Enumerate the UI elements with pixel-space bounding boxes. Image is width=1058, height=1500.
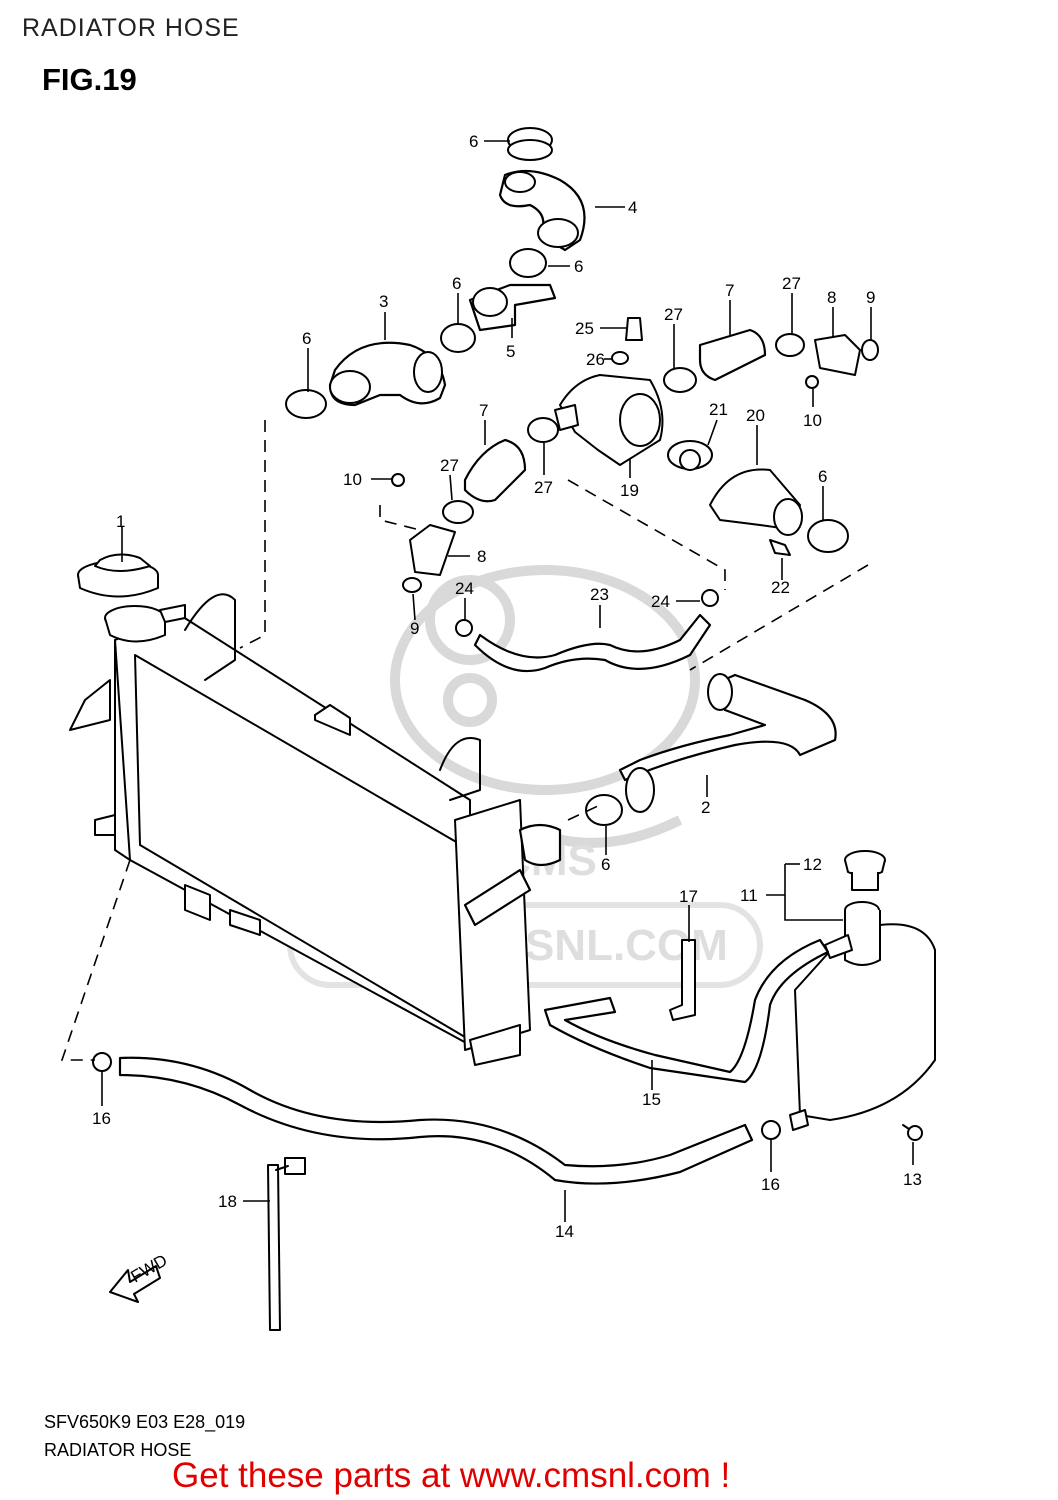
callout-11: 11 bbox=[740, 886, 758, 905]
callout-21: 21 bbox=[709, 400, 728, 419]
leader-lines bbox=[101, 140, 914, 1222]
tie-18 bbox=[267, 1164, 281, 1331]
callout-15: 15 bbox=[642, 1090, 661, 1109]
callout-25: 25 bbox=[575, 319, 594, 338]
callout-22: 22 bbox=[771, 578, 790, 597]
fwd-arrow-icon: FWD bbox=[109, 1251, 171, 1303]
callout-10: 10 bbox=[343, 470, 362, 489]
callout-16: 16 bbox=[92, 1109, 111, 1128]
callout-18: 18 bbox=[218, 1192, 237, 1211]
figure-label: FIG.19 bbox=[42, 62, 137, 97]
callout-16: 16 bbox=[761, 1175, 780, 1194]
bracket-17 bbox=[669, 939, 696, 1021]
callout-4: 4 bbox=[628, 198, 637, 217]
callout-10: 10 bbox=[803, 411, 822, 430]
clamps-27 bbox=[442, 333, 805, 524]
diagram-code: SFV650K9 E03 E28_019 bbox=[44, 1412, 246, 1432]
clamp-16-left bbox=[92, 1052, 112, 1072]
callout-27: 27 bbox=[782, 274, 801, 293]
hose-15 bbox=[543, 938, 830, 1084]
callout-6: 6 bbox=[818, 467, 827, 486]
callout-5: 5 bbox=[506, 342, 515, 361]
hose-14 bbox=[118, 1056, 754, 1185]
callout-6: 6 bbox=[302, 329, 311, 348]
radiator bbox=[69, 593, 562, 1066]
hose-7-upper bbox=[698, 328, 767, 382]
clamp-16-right bbox=[761, 1120, 781, 1140]
callout-8: 8 bbox=[827, 288, 836, 307]
callout-2: 2 bbox=[701, 798, 710, 817]
callout-6: 6 bbox=[452, 274, 461, 293]
fitting-8-upper bbox=[814, 334, 861, 376]
reserve-tank-cap-12 bbox=[844, 850, 886, 891]
hose-7-lower bbox=[463, 438, 527, 503]
callout-6: 6 bbox=[601, 855, 610, 874]
callout-3: 3 bbox=[379, 292, 388, 311]
page-title: RADIATOR HOSE bbox=[22, 14, 240, 42]
callout-24: 24 bbox=[455, 579, 474, 598]
callout-13: 13 bbox=[903, 1170, 922, 1189]
callout-26: 26 bbox=[586, 350, 605, 369]
callout-20: 20 bbox=[746, 406, 765, 425]
fitting-8-lower bbox=[409, 524, 456, 576]
sensor-25 bbox=[625, 317, 643, 341]
callout-17: 17 bbox=[679, 887, 698, 906]
callout-23: 23 bbox=[590, 585, 609, 604]
callout-7: 7 bbox=[725, 281, 734, 300]
reserve-tank-11 bbox=[789, 901, 936, 1131]
callout-19: 19 bbox=[620, 481, 639, 500]
callout-6: 6 bbox=[574, 257, 583, 276]
callout-27: 27 bbox=[664, 305, 683, 324]
callout-labels: 6 4 6 3 6 5 6 25 26 27 7 27 8 9 10 7 27 … bbox=[92, 132, 922, 1241]
callout-27: 27 bbox=[534, 478, 553, 497]
callout-7: 7 bbox=[479, 401, 488, 420]
callout-8: 8 bbox=[477, 547, 486, 566]
callout-1: 1 bbox=[116, 512, 125, 531]
callout-27: 27 bbox=[440, 456, 459, 475]
promo-link[interactable]: Get these parts at www.cmsnl.com ! bbox=[172, 1456, 731, 1495]
thermostat-21 bbox=[667, 440, 713, 471]
phantom-lines bbox=[60, 420, 869, 1061]
callout-14: 14 bbox=[555, 1222, 574, 1241]
callout-9: 9 bbox=[866, 288, 875, 307]
hose-2 bbox=[618, 673, 837, 782]
hose-23 bbox=[473, 613, 712, 673]
bolt-13 bbox=[902, 1124, 923, 1141]
clamps-6 bbox=[285, 127, 849, 826]
callout-6: 6 bbox=[469, 132, 478, 151]
callout-12: 12 bbox=[803, 855, 822, 874]
callout-9: 9 bbox=[410, 619, 419, 638]
radiator-cap bbox=[77, 553, 186, 643]
bolt-22 bbox=[769, 539, 791, 556]
callout-24: 24 bbox=[651, 592, 670, 611]
diagram-name: RADIATOR HOSE bbox=[44, 1440, 192, 1460]
